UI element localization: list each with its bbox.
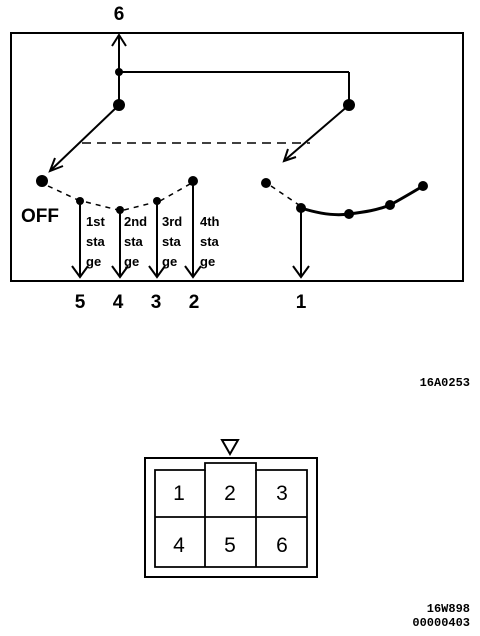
connector-pin-1: 1 <box>173 482 185 505</box>
junction-dot <box>115 68 123 76</box>
terminal-1-label: 1 <box>296 292 307 313</box>
terminal-6-label: 6 <box>114 4 125 25</box>
connector-pin-6: 6 <box>276 534 288 557</box>
stage-2-line-2: sta <box>124 234 144 249</box>
right-off-contact-dot <box>261 178 271 188</box>
terminal-3-label: 3 <box>151 292 162 313</box>
stage-4-line-3: ge <box>200 254 215 269</box>
terminal-4-label: 4 <box>113 292 124 313</box>
stage-4-label: 4th sta ge <box>200 214 220 269</box>
stage-4-line-2: sta <box>200 234 220 249</box>
stage-4-line-1: 4th <box>200 214 220 229</box>
stage-2-line-3: ge <box>124 254 139 269</box>
stage-3-line-3: ge <box>162 254 177 269</box>
figure-code-upper: 16A0253 <box>420 376 470 390</box>
stage-1-line-3: ge <box>86 254 101 269</box>
off-label: OFF <box>21 206 59 227</box>
terminal-2-label: 2 <box>189 292 200 313</box>
stage-2-label: 2nd sta ge <box>124 214 147 269</box>
terminal-5-label: 5 <box>75 292 86 313</box>
terminal-6-line <box>111 33 350 104</box>
figure-code-lower-2: 00000403 <box>412 616 470 630</box>
connector-pin-3: 3 <box>276 482 288 505</box>
stage-3-line-1: 3rd <box>162 214 182 229</box>
off-contact-dot <box>36 175 48 187</box>
connector-outer-housing <box>144 457 318 578</box>
connector-diagram: 1 2 3 4 5 6 <box>144 439 318 578</box>
terminal-1-line <box>292 208 310 279</box>
left-contact-dashes <box>47 183 191 211</box>
figure-code-lower-1: 16W898 <box>427 602 470 616</box>
right-contact-dash <box>270 185 300 206</box>
left-switch-arm <box>48 104 120 173</box>
connector-pin-2: 2 <box>224 482 236 505</box>
right-switch-arm <box>282 104 350 163</box>
stage-1-line-1: 1st <box>86 214 105 229</box>
stage-3-line-2: sta <box>162 234 182 249</box>
stage-1-label: 1st sta ge <box>86 214 106 269</box>
stage-3-label: 3rd sta ge <box>162 214 182 269</box>
connector-pin-4: 4 <box>173 534 185 557</box>
stage-1-line-2: sta <box>86 234 106 249</box>
diagram-frame <box>10 32 464 282</box>
connector-pin-5: 5 <box>224 534 236 557</box>
stage-contact-dots <box>76 176 198 214</box>
stage-output-lines <box>71 181 202 279</box>
stage-2-line-1: 2nd <box>124 214 147 229</box>
right-contact-bar <box>300 184 424 217</box>
connector-key-triangle-icon <box>220 439 240 457</box>
